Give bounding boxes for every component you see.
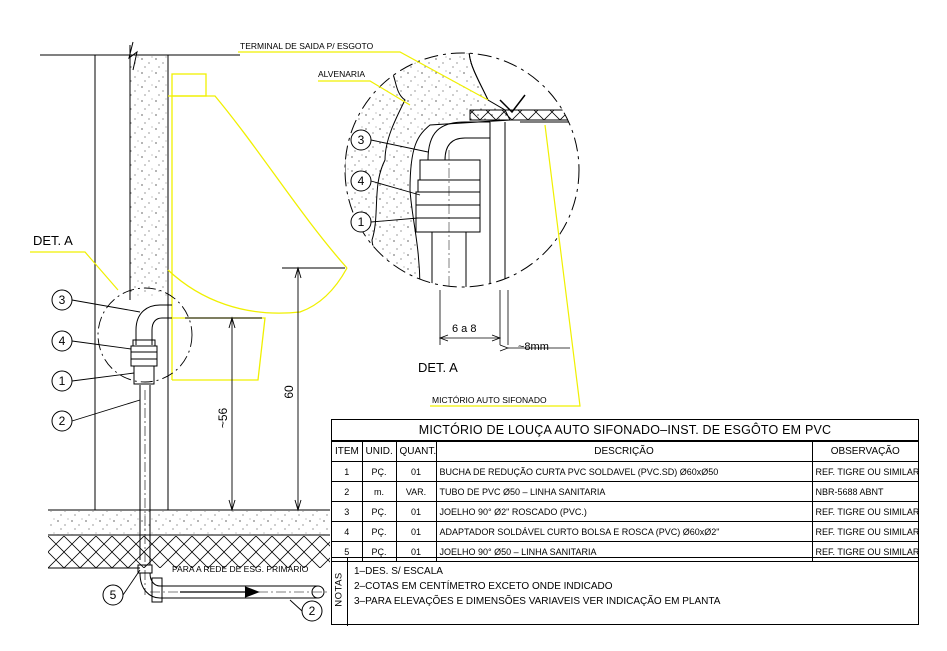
cell-descricao: JOELHO 90° Ø2" ROSCADO (PVC.)	[435, 501, 813, 522]
cell-observacao: REF. TIGRE OU SIMILAR	[811, 521, 918, 542]
cell-observacao: REF. TIGRE OU SIMILAR	[811, 541, 918, 562]
detail-balloon-3: 3	[358, 133, 365, 147]
cell-item: 4	[332, 521, 363, 542]
col-item: ITEM	[332, 441, 363, 462]
notes-section: NOTAS 1–DES. S/ ESCALA 2–COTAS EM CENTÍM…	[332, 557, 918, 626]
urinal	[167, 73, 348, 381]
note-2: 2–COTAS EM CENTÍMETRO EXCETO ONDE INDICA…	[354, 581, 613, 592]
masonry	[345, 53, 511, 287]
cell-quant: 01	[395, 461, 437, 482]
balloon-5: 5	[110, 588, 117, 602]
materials-table: ITEM UNID. QUANT. DESCRIÇÃO OBSERVAÇÃO 1…	[332, 441, 918, 562]
table-row: 2 m. VAR. TUBO DE PVC Ø50 – LINHA SANITA…	[332, 481, 918, 502]
cell-quant: 01	[395, 501, 437, 522]
detail-balloon-leaders	[370, 139, 429, 223]
bill-of-materials: MICTÓRIO DE LOUÇA AUTO SIFONADO–INST. DE…	[331, 419, 919, 626]
note-1: 1–DES. S/ ESCALA	[354, 566, 443, 577]
detail-dimensions	[438, 290, 570, 352]
cell-descricao: TUBO DE PVC Ø50 – LINHA SANITARIA	[435, 481, 813, 502]
cell-quant: VAR.	[395, 481, 437, 502]
balloon-1: 1	[59, 374, 66, 388]
cell-observacao: REF. TIGRE OU SIMILAR	[811, 461, 918, 482]
cell-unid: PÇ.	[361, 521, 397, 542]
cell-descricao: BUCHA DE REDUÇÃO CURTA PVC SOLDAVEL (PVC…	[435, 461, 813, 482]
floor	[48, 509, 330, 569]
cell-unid: m.	[361, 481, 397, 502]
det-a-label: DET. A	[33, 233, 73, 248]
left-piping	[130, 304, 325, 603]
detail-balloon-4: 4	[358, 174, 365, 188]
table-row: 3 PÇ. 01 JOELHO 90° Ø2" ROSCADO (PVC.) R…	[332, 501, 918, 522]
flange	[469, 109, 579, 121]
detail-balloon-1: 1	[358, 215, 365, 229]
balloon-2b: 2	[309, 604, 316, 618]
dim-56: ~56	[216, 407, 230, 428]
cell-quant: 01	[395, 521, 437, 542]
alvenaria-label: ALVENARIA	[318, 69, 365, 79]
detail-fittings	[415, 121, 490, 287]
det-a-marker-circle	[97, 287, 193, 383]
detail-circle	[344, 52, 580, 288]
balloon-3: 3	[59, 293, 66, 307]
cell-item: 1	[332, 461, 363, 482]
cell-observacao: NBR-5688 ABNT	[811, 481, 918, 502]
detail-wall	[371, 67, 406, 287]
detail-leaders	[238, 51, 581, 407]
col-quant: QUANT.	[395, 441, 437, 462]
det-a-detail-label: DET. A	[418, 360, 458, 375]
table-row: 5 PÇ. 01 JOELHO 90° Ø50 – LINHA SANITARI…	[332, 541, 918, 562]
col-observacao: OBSERVAÇÃO	[811, 441, 918, 462]
table-row: 4 PÇ. 01 ADAPTADOR SOLDÁVEL CURTO BOLSA …	[332, 521, 918, 542]
dim-8mm: ~8mm	[518, 341, 549, 353]
dimensions	[185, 266, 345, 512]
flow-arrow	[180, 586, 260, 598]
wall-fill	[130, 56, 168, 296]
left-balloon-leaders	[71, 299, 303, 612]
para-rede-label: PARA A REDE DE ESG. PRIMÁRIO	[172, 564, 309, 574]
terminal-label: TERMINAL DE SAIDA P/ ESGOTO	[240, 41, 374, 51]
cell-descricao: ADAPTADOR SOLDÁVEL CURTO BOLSA E ROSCA (…	[435, 521, 813, 542]
mictorio-label: MICTÓRIO AUTO SIFONADO	[432, 395, 547, 405]
table-title: MICTÓRIO DE LOUÇA AUTO SIFONADO–INST. DE…	[332, 420, 918, 441]
balloon-4: 4	[59, 334, 66, 348]
col-unid: UNID.	[361, 441, 397, 462]
balloon-2: 2	[59, 414, 66, 428]
det-a-leader	[30, 251, 119, 291]
cell-unid: PÇ.	[361, 501, 397, 522]
cell-descricao: JOELHO 90° Ø50 – LINHA SANITARIA	[435, 541, 813, 562]
cell-observacao: REF. TIGRE OU SIMILAR	[811, 501, 918, 522]
cell-item: 2	[332, 481, 363, 502]
col-descricao: DESCRIÇÃO	[435, 441, 813, 462]
note-3: 3–PARA ELEVAÇÕES E DIMENSÕES VARIAVEIS V…	[354, 596, 721, 607]
notes-label: NOTAS	[333, 572, 345, 607]
table-header-row: ITEM UNID. QUANT. DESCRIÇÃO OBSERVAÇÃO	[332, 441, 918, 462]
table-row: 1 PÇ. 01 BUCHA DE REDUÇÃO CURTA PVC SOLD…	[332, 461, 918, 482]
cell-item: 3	[332, 501, 363, 522]
dim-60: 60	[282, 385, 296, 399]
cell-unid: PÇ.	[361, 461, 397, 482]
dim-6a8: 6 a 8	[452, 323, 476, 335]
